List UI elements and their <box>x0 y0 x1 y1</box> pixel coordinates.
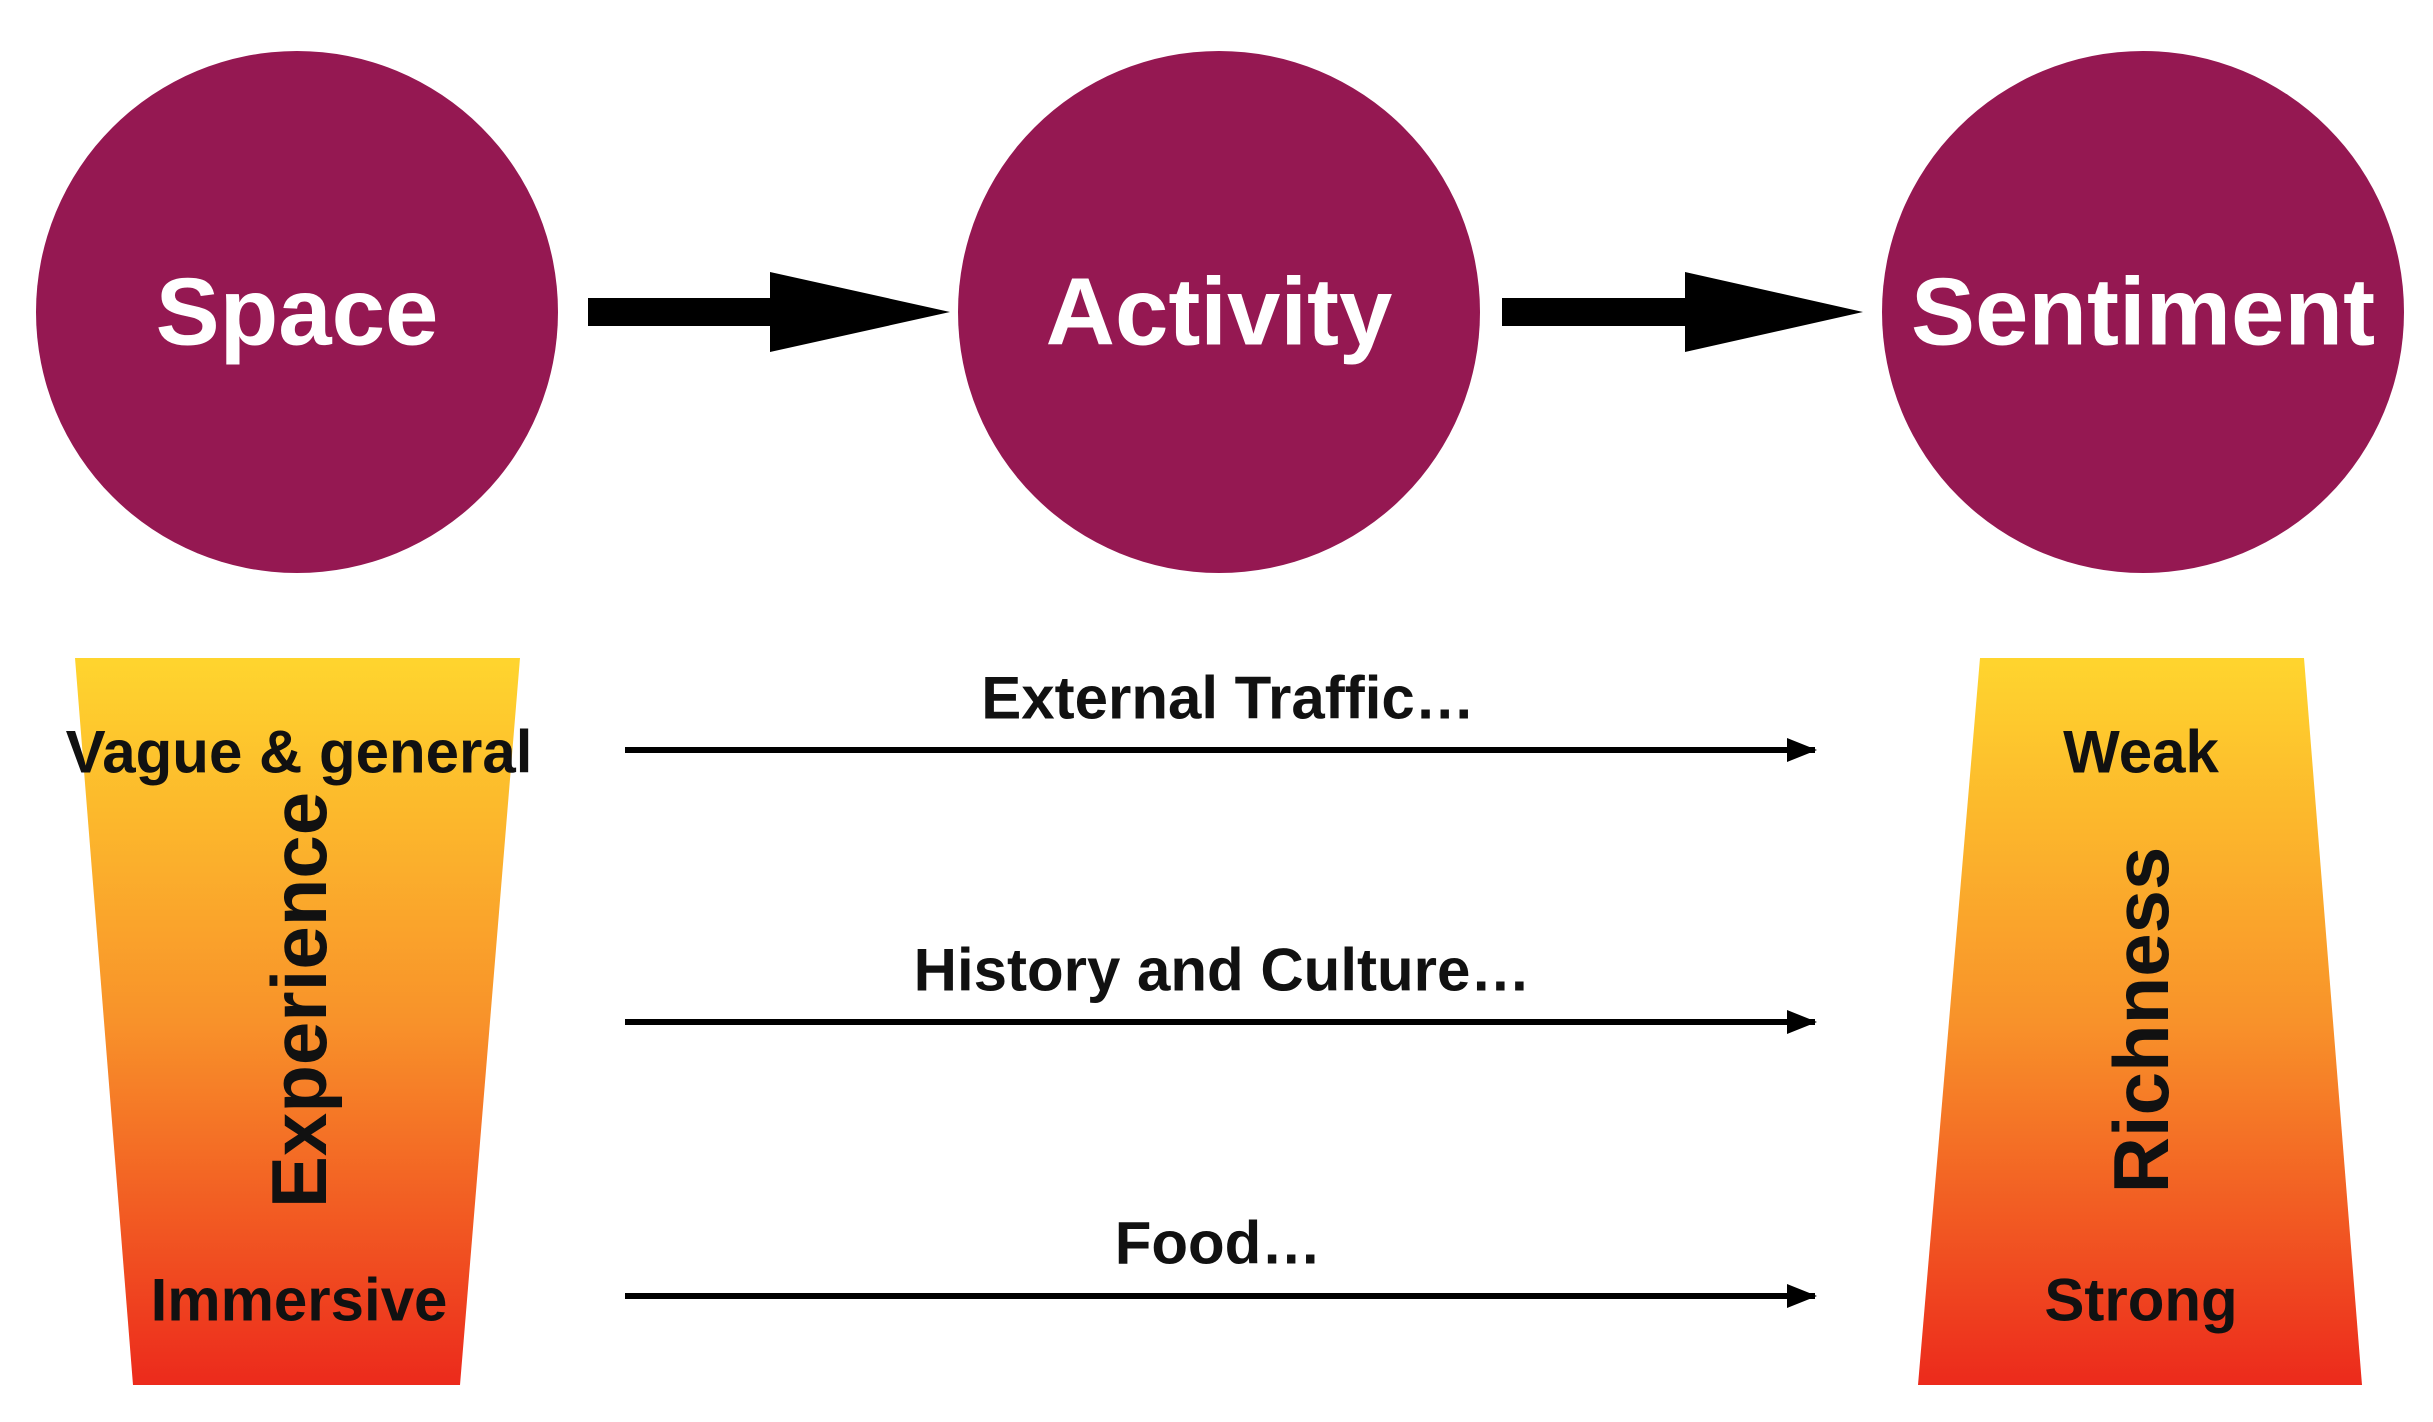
flow-food-label: Food… <box>1115 1210 1322 1277</box>
right-scale: Weak Richness Strong <box>1918 658 2362 1385</box>
flow-history-culture-label: History and Culture… <box>914 937 1531 1004</box>
right-scale-trapezoid <box>1918 658 2362 1385</box>
right-arrow-icon <box>1502 272 1863 352</box>
node-sentiment: Sentiment <box>1882 51 2404 573</box>
node-space-label: Space <box>156 259 439 366</box>
node-space: Space <box>36 51 558 573</box>
node-activity-label: Activity <box>1046 259 1393 366</box>
flow-food: Food… <box>625 1210 1817 1308</box>
node-activity: Activity <box>958 51 1480 573</box>
left-scale-top-label: Vague & general <box>66 719 533 786</box>
left-scale: Vague & general Experience Immersive <box>66 658 533 1385</box>
node-space-circle <box>36 51 558 573</box>
left-scale-trapezoid <box>75 658 520 1385</box>
flow-history-culture: History and Culture… <box>625 937 1817 1034</box>
node-sentiment-label: Sentiment <box>1911 259 2375 366</box>
left-scale-axis-label: Experience <box>255 792 343 1208</box>
right-scale-top-label: Weak <box>2063 719 2219 786</box>
flow-external-traffic-label: External Traffic… <box>981 665 1475 732</box>
right-scale-axis-label: Richness <box>2097 847 2185 1194</box>
flow-external-traffic: External Traffic… <box>625 665 1817 762</box>
big-arrow-space-to-activity <box>588 272 950 352</box>
right-scale-bottom-label: Strong <box>2044 1267 2237 1334</box>
left-scale-bottom-label: Immersive <box>151 1267 448 1334</box>
node-activity-circle <box>958 51 1480 573</box>
node-sentiment-circle <box>1882 51 2404 573</box>
big-arrow-activity-to-sentiment <box>1502 272 1863 352</box>
right-arrow-icon <box>588 272 950 352</box>
